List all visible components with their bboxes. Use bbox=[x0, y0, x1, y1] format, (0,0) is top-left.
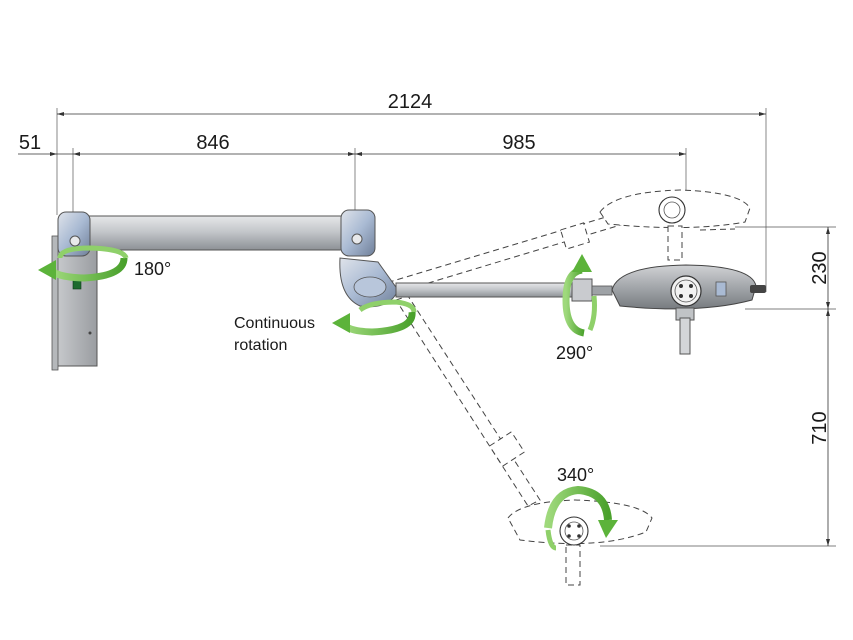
rotation-arrow-joint-icon bbox=[332, 299, 417, 336]
ghost-hub-lower bbox=[559, 516, 589, 546]
rotation-label-joint-line1: Continuous bbox=[234, 315, 315, 332]
rotation-arrow-wall-icon bbox=[38, 245, 129, 282]
dimension-arm-length: 846 bbox=[196, 132, 229, 154]
main-arm bbox=[57, 209, 399, 308]
rotation-arrow-spring-arm-icon bbox=[562, 254, 597, 337]
dimension-lines bbox=[18, 108, 836, 547]
dimension-height-lower: 710 bbox=[809, 411, 831, 444]
rotation-arrow-lamp-icon bbox=[544, 485, 618, 551]
spring-arm bbox=[395, 278, 613, 302]
rotation-label-wall: 180° bbox=[134, 259, 171, 279]
rotation-label-spring-arm: 290° bbox=[556, 343, 593, 363]
rotation-label-lamp: 340° bbox=[557, 465, 594, 485]
dimension-height-upper: 230 bbox=[809, 251, 831, 284]
wall-mount bbox=[51, 235, 98, 371]
dimension-extension-arm-length: 985 bbox=[502, 132, 535, 154]
rotation-label-joint-line2: rotation bbox=[234, 337, 287, 354]
lamp-head bbox=[611, 264, 766, 355]
dimension-wall-offset: 51 bbox=[19, 132, 41, 154]
dimension-overall-width: 2124 bbox=[388, 91, 433, 113]
ghost-hub-upper bbox=[658, 196, 686, 224]
